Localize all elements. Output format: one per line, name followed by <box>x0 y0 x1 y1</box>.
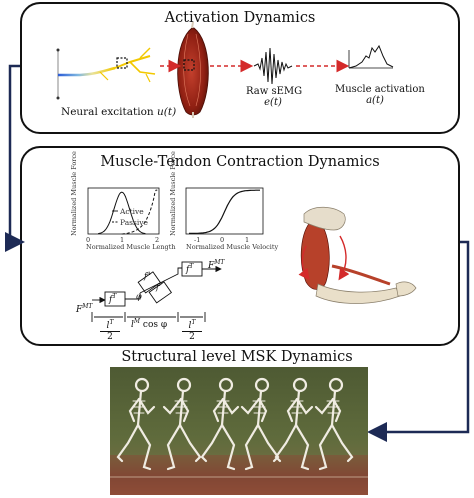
skeleton-runner-2 <box>162 377 202 471</box>
arm-rotation-arrow-left <box>298 245 310 281</box>
fmt-left-label: FMT <box>76 303 93 315</box>
activation-curve-icon <box>348 44 394 69</box>
force-length-plot <box>87 187 160 235</box>
contraction-to-structural-arrow <box>367 240 470 442</box>
active-element-box <box>137 271 162 294</box>
skeleton-runner-3 <box>200 377 240 471</box>
activation-title: Activation Dynamics <box>164 10 316 26</box>
neuron-icon <box>56 47 156 100</box>
fl-xtick-2: 2 <box>155 236 160 244</box>
fv-xtick-0: -1 <box>194 236 201 244</box>
fp-label: fP <box>156 282 163 292</box>
flow-connectors <box>5 64 470 442</box>
fv-xtick-1: 0 <box>220 236 225 244</box>
fl-passive-curve <box>121 189 158 235</box>
fl-xtick-0: 0 <box>86 236 91 244</box>
muscle-zoom-box <box>183 59 195 71</box>
skeleton-runner-icon <box>110 377 368 495</box>
fv-curve <box>189 189 260 234</box>
contraction-title: Muscle-Tendon Contraction Dynamics <box>100 154 380 170</box>
fl-xlabel: Normalized Muscle Length <box>86 243 176 251</box>
running-skeleton-image <box>110 367 368 495</box>
raw-semg-label: Raw sEMG e(t) <box>246 86 303 108</box>
fl-xtick-1: 1 <box>120 236 125 244</box>
phi-label: φ <box>136 292 142 301</box>
passive-element-box <box>148 281 173 304</box>
ft-right-label: fT <box>186 263 194 275</box>
skeleton-runner-5 <box>274 377 314 471</box>
fv-ylabel: Normalized Muscle Force <box>169 151 177 236</box>
structural-title: Structural level MSK Dynamics <box>121 349 353 365</box>
lt-half-left-label: lT 2 <box>100 318 120 342</box>
emg-waveform-icon <box>253 47 293 85</box>
force-velocity-plot <box>185 187 264 235</box>
muscle-activation-label: Muscle activation a(t) <box>335 84 425 106</box>
fv-xlabel: Normalized Muscle Velocity <box>186 243 279 251</box>
lt-half-right-label: lT 2 <box>182 318 202 342</box>
fv-xtick-2: 1 <box>245 236 250 244</box>
neural-excitation-label: Neural excitation u(t) <box>61 106 177 118</box>
fl-legend-passive: Passive <box>120 218 148 227</box>
fl-legend-active: Active <box>120 207 144 216</box>
skeleton-runner-1 <box>116 377 156 471</box>
fa-label: fA <box>144 271 151 281</box>
arm-icon <box>298 206 417 304</box>
skeleton-runner-6 <box>314 377 354 471</box>
skeleton-runner-4 <box>240 377 280 471</box>
arm-rotation-arrow-right <box>338 235 350 281</box>
neuron-zoom-box <box>116 57 128 69</box>
fl-ylabel: Normalized Muscle Force <box>70 151 78 236</box>
ft-left-label: fT <box>109 293 117 305</box>
muscle-icon <box>177 21 209 118</box>
activation-to-contraction-arrow <box>5 64 25 252</box>
lm-cos-phi-label: lM cos φ <box>131 318 168 330</box>
fmt-right-label: FMT <box>208 259 225 271</box>
hill-model-schematic <box>91 261 222 322</box>
